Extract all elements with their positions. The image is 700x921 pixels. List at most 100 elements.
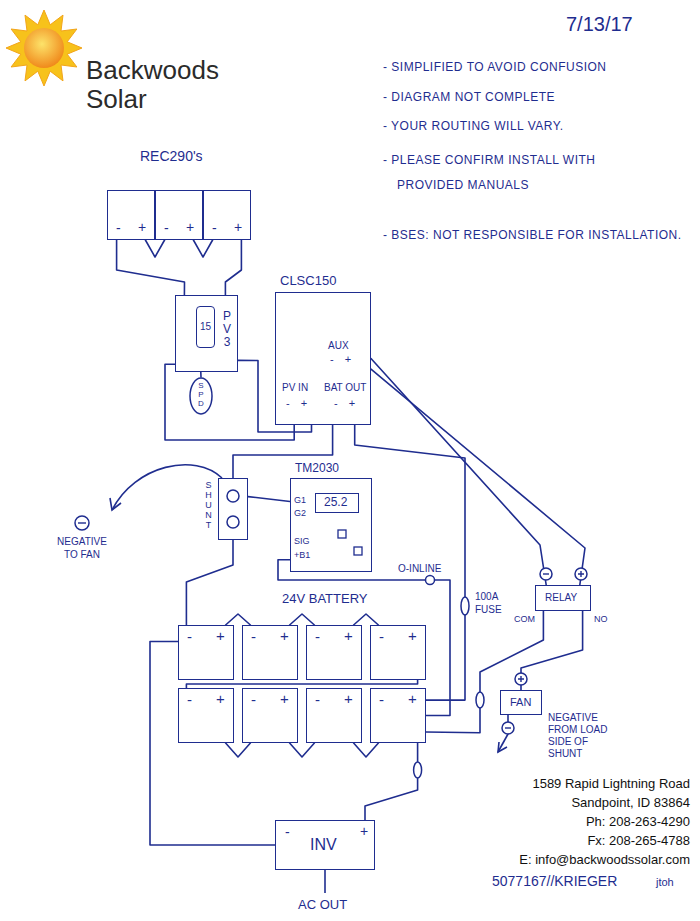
terminal-name: COM	[514, 614, 535, 624]
polarity-mark: -	[379, 628, 384, 645]
leader-line	[507, 715, 509, 722]
polarity-mark: +	[138, 219, 146, 235]
wire	[193, 240, 212, 257]
polarity-mark: +	[234, 219, 242, 235]
battery: -+	[242, 625, 298, 680]
polarity-mark: -	[164, 220, 169, 236]
date: 7/13/17	[566, 12, 633, 36]
terminal-bolt	[227, 490, 239, 502]
wire	[371, 369, 585, 585]
model-name: CLSC150	[280, 274, 336, 289]
polarity-mark: +	[360, 823, 368, 839]
fan-label: FAN	[510, 696, 531, 709]
wire	[354, 743, 379, 757]
battery: -+	[306, 625, 362, 680]
sun-logo	[6, 10, 82, 86]
polarity-mark: - +	[334, 397, 359, 410]
terminal-name: NO	[594, 614, 608, 624]
terminal-name: G2	[294, 508, 306, 518]
order-number: 5077167//KRIEGER	[492, 873, 617, 890]
terminal-name: G1	[294, 495, 306, 505]
arrow-head	[110, 498, 121, 510]
combiner-box: PV 3 15	[175, 295, 238, 372]
polarity-mark: -	[251, 628, 256, 645]
polarity-mark: +	[186, 219, 194, 235]
negative-symbol	[75, 516, 89, 530]
wire	[145, 240, 164, 257]
address-line: Sandpoint, ID 83864	[490, 795, 690, 811]
voltage-reading: 25.2	[324, 496, 347, 510]
battery: -+	[370, 688, 426, 743]
terminal-name: +B1	[294, 550, 310, 560]
solar-panel: -+	[203, 190, 251, 240]
polarity-mark: - +	[330, 353, 355, 366]
terminal-name: AUX	[328, 340, 349, 352]
note-text: - PLEASE CONFIRM INSTALL WITH PROVIDED M…	[383, 148, 637, 198]
minus-sign	[78, 522, 86, 523]
plus-sign	[518, 676, 524, 682]
wire	[200, 372, 202, 377]
negative-to-fan-arrow	[110, 465, 222, 510]
solar-panel: -+	[107, 190, 155, 240]
polarity-mark: +	[408, 627, 417, 644]
inverter-label: INV	[310, 836, 337, 854]
surge-protector: SPD	[189, 377, 213, 415]
polarity-mark: -	[285, 824, 290, 840]
battery: -+	[178, 688, 234, 743]
wire-note: NEGATIVE FROM LOAD SIDE OF SHUNT	[548, 712, 616, 760]
phone-line: Ph: 208-263-4290	[490, 814, 690, 830]
wire	[248, 497, 290, 502]
polarity-mark: +	[216, 690, 225, 707]
negative-symbol	[502, 722, 514, 734]
sun-rays	[6, 10, 82, 86]
polarity-mark: -	[251, 691, 256, 708]
fuse-symbol	[476, 692, 484, 708]
model-name: TM2030	[295, 462, 339, 476]
wire	[117, 240, 185, 295]
positive-symbol	[575, 568, 587, 580]
wire	[278, 560, 450, 716]
monitor-button	[338, 530, 346, 538]
wire	[354, 614, 379, 625]
relay: RELAYCOMNO	[535, 585, 591, 611]
battery: -+	[178, 625, 234, 680]
battery: -+	[370, 625, 426, 680]
polarity-mark: -	[379, 691, 384, 708]
relay-label: RELAY	[545, 592, 577, 604]
plus-sign	[578, 571, 584, 577]
combiner-label: PV 3	[221, 310, 233, 350]
inverter: - INV +	[275, 820, 375, 870]
minus-sign	[505, 727, 511, 728]
wire	[226, 743, 251, 757]
company-name: Backwoods Solar	[86, 56, 236, 114]
polarity-mark: +	[408, 690, 417, 707]
polarity-mark: +	[280, 690, 289, 707]
battery: -+	[306, 688, 362, 743]
solar-panel: -+	[155, 190, 203, 240]
shunt-label: SHUNT	[204, 481, 213, 530]
terminal-name: SIG	[294, 536, 310, 546]
polarity-mark: - +	[286, 397, 311, 410]
fuse-symbol	[461, 597, 469, 615]
polarity-mark: -	[116, 220, 121, 236]
fan: FAN	[500, 690, 542, 715]
wire	[226, 614, 251, 625]
polarity-mark: +	[344, 627, 353, 644]
breaker: 15	[196, 306, 215, 348]
spd-label: SPD	[197, 382, 205, 408]
wire	[365, 743, 418, 820]
wire	[150, 642, 275, 846]
bank-label: 24V BATTERY	[282, 591, 368, 607]
battery: -+	[242, 688, 298, 743]
shunt-terminals	[227, 490, 239, 528]
polarity-mark: -	[187, 691, 192, 708]
monitor-buttons	[338, 530, 362, 555]
address-line: 1589 Rapid Lightning Road	[490, 776, 690, 792]
wire	[186, 540, 233, 625]
fuse-symbol	[414, 762, 422, 778]
wire	[371, 359, 546, 586]
monitor-display: 25.2	[315, 493, 359, 513]
polarity-mark: -	[315, 628, 320, 645]
note-text: - SIMPLIFIED TO AVOID CONFUSION	[383, 60, 607, 74]
